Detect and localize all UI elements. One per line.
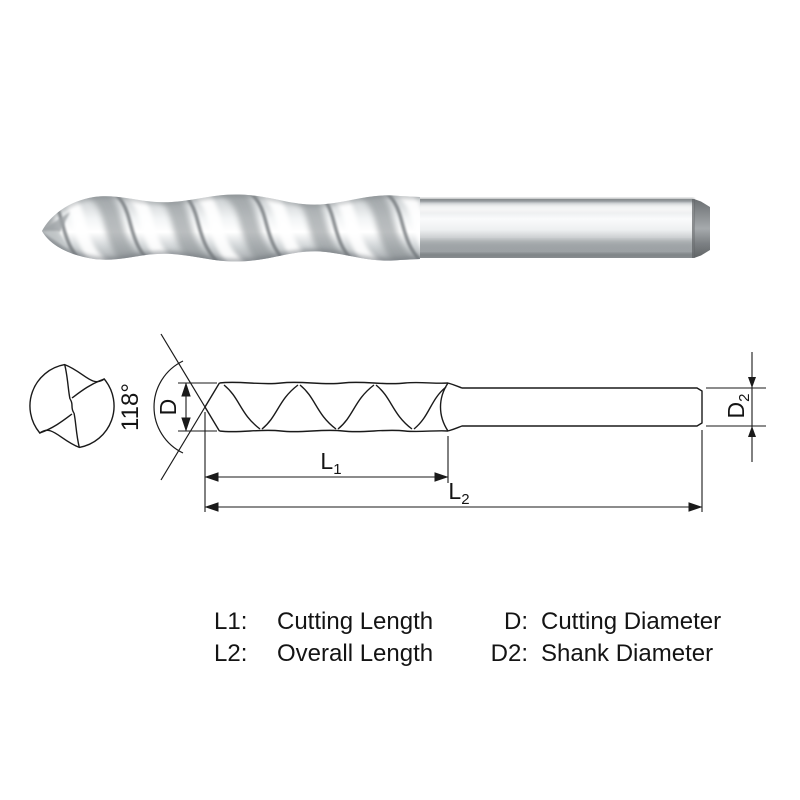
legend-value-cutting-diameter: Cutting Diameter [541, 608, 722, 635]
drill-side-view [204, 381, 703, 433]
end-view-flute-face-2 [71, 378, 105, 399]
legend-row-1: L1: Cutting Length D: Cutting Diameter [214, 606, 721, 638]
flute-helix-6 [413, 386, 447, 430]
legend-value-shank-diameter: Shank Diameter [541, 640, 714, 667]
dimension-l1 [204, 412, 449, 512]
flute-bottom-edge [219, 429, 449, 433]
legend-value-overall-length: Overall Length [277, 640, 434, 667]
end-view-lip-1 [73, 412, 80, 448]
angle-label: 118° [117, 383, 144, 431]
shank-top-shadow [416, 198, 694, 201]
line-drawing [29, 333, 766, 512]
legend-row-2: L2: Overall Length D2: Shank Diameter [214, 638, 721, 670]
flute-helix-4 [261, 384, 299, 430]
end-view-chisel-edge [69, 398, 75, 414]
point-cone-upper [204, 382, 221, 408]
angle-line-lower [160, 406, 206, 481]
dimension-l2 [204, 430, 703, 512]
endcap-seam [692, 199, 695, 258]
drill-photo [42, 194, 710, 262]
dim-d2-label: D2 [723, 394, 753, 419]
legend: L1: Cutting Length D: Cutting Diameter L… [214, 606, 721, 670]
dimension-d [178, 382, 217, 432]
drawing-labels: 118° D D2 L1 L2 [117, 383, 753, 508]
drill-photo-flutes [42, 194, 420, 262]
point-cone-lower [204, 406, 221, 432]
flute-helix-3 [375, 384, 413, 430]
dim-l2-label: L2 [448, 478, 469, 508]
flute-helix-1 [223, 384, 261, 430]
end-view-flute-face-1 [39, 413, 73, 434]
legend-key-d2: D2: [490, 640, 528, 667]
angle-arc [153, 360, 184, 454]
legend-key-l2: L2: [214, 640, 248, 667]
shank-highlight [416, 204, 694, 211]
shank-endcap [694, 199, 710, 258]
legend-key-d: D: [504, 608, 528, 635]
shank-mid-shadow [416, 240, 694, 249]
end-view-lip-2 [64, 364, 71, 400]
technical-figure: 118° D D2 L1 L2 [29, 194, 766, 512]
dimension-d2 [706, 352, 766, 462]
flute-helix-2 [299, 384, 337, 430]
dim-l1-label: L1 [320, 448, 341, 478]
shank-bottom-shadow [416, 253, 694, 257]
legend-key-l1: L1: [214, 608, 248, 635]
angle-line-upper [160, 333, 206, 408]
drill-end-view [29, 363, 115, 449]
d2-arrow-bottom [748, 426, 756, 437]
flute-runout [439, 382, 449, 432]
flute-top-edge [219, 381, 449, 385]
flute-helix-5 [337, 384, 375, 430]
angle-dimension [153, 333, 206, 481]
dim-d-label: D [155, 399, 181, 416]
d2-arrow-top [748, 377, 756, 388]
shank-outline [447, 382, 703, 432]
legend-value-cutting-length: Cutting Length [277, 608, 434, 635]
